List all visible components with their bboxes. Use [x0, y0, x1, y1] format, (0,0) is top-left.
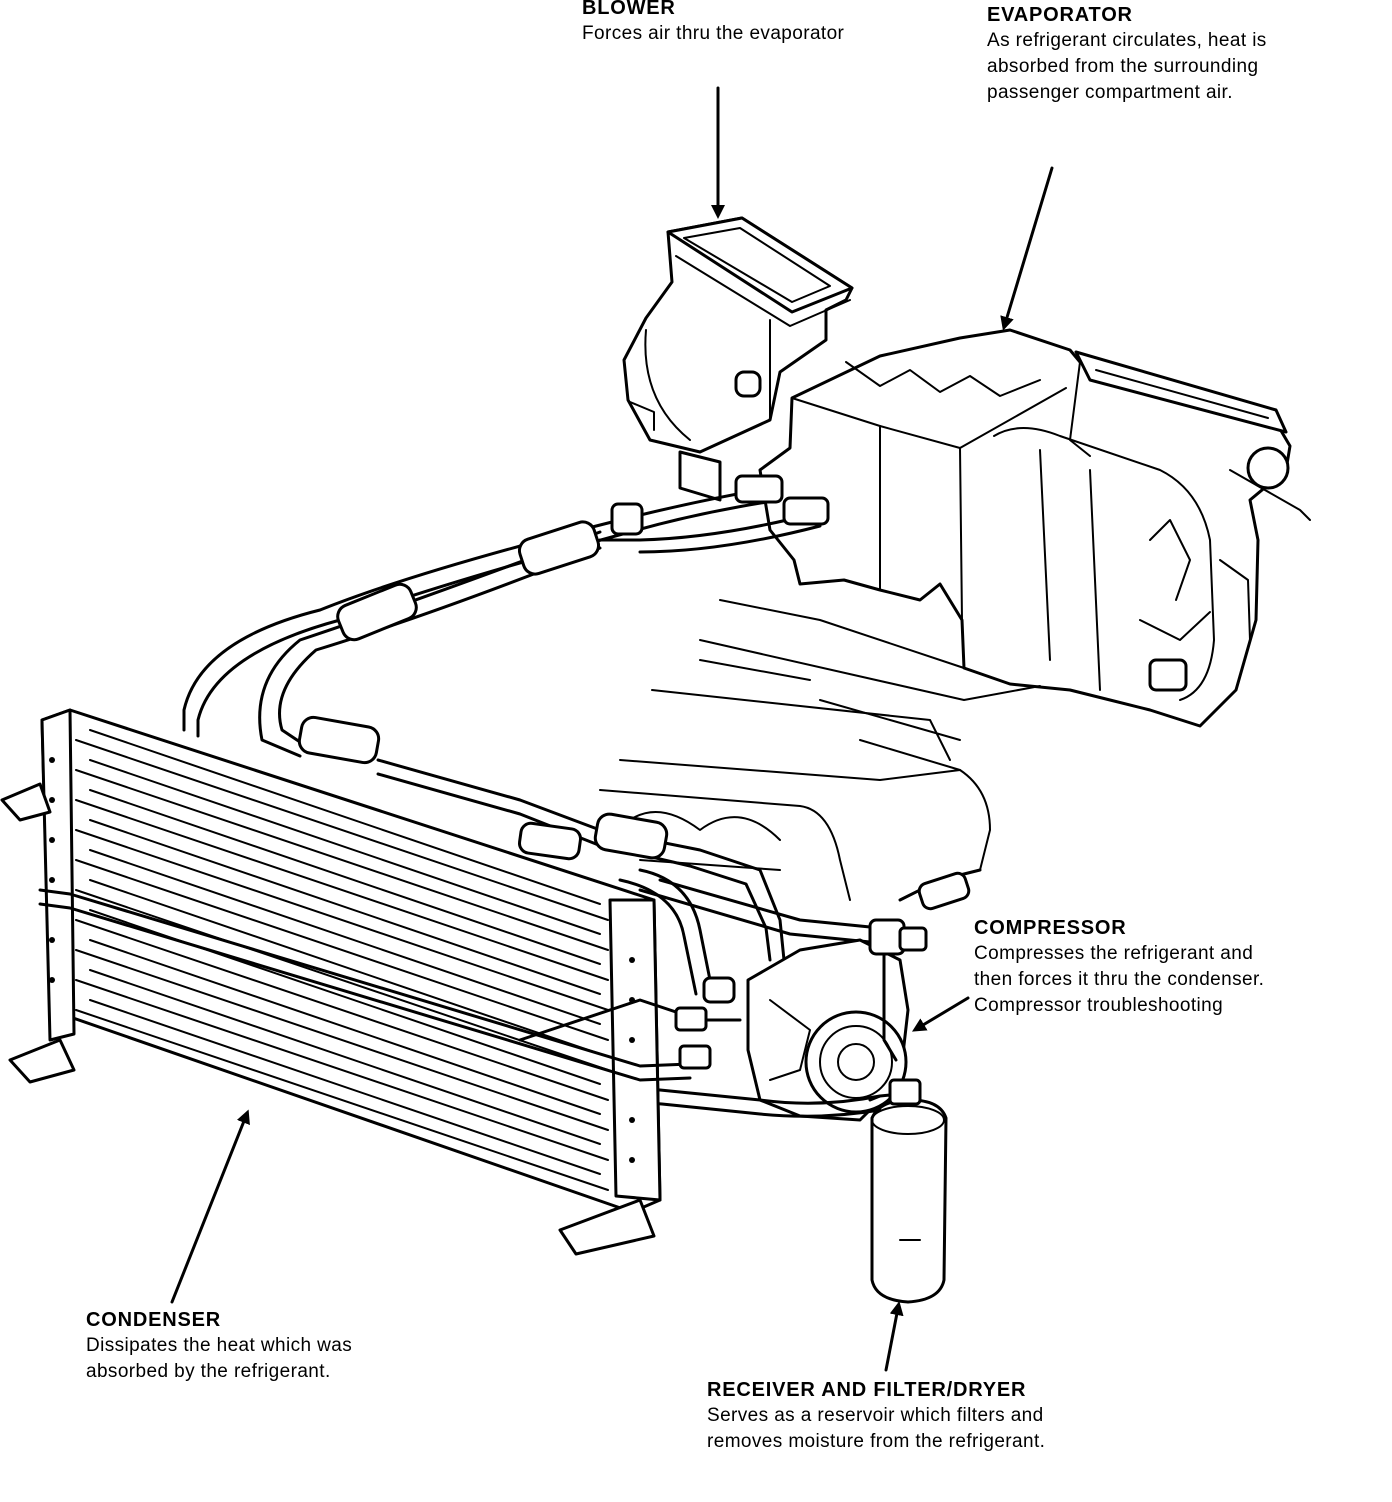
receiver-callout: RECEIVER AND FILTER/DRYER Serves as a re… — [707, 1377, 1045, 1455]
compressor-callout: COMPRESSOR Compresses the refrigerant an… — [974, 915, 1264, 1019]
compressor-description-line-1: Compresses the refrigerant and — [974, 943, 1254, 964]
receiver-description-line-2: removes moisture from the refrigerant. — [707, 1431, 1046, 1452]
evaporator-description-line-2: absorbed from the surrounding — [987, 56, 1259, 77]
receiver-leader-arrow — [884, 1301, 904, 1372]
condenser-unit — [0, 708, 742, 1256]
evaporator-description-line-3: passenger compartment air. — [987, 82, 1233, 103]
blower-unit — [622, 216, 854, 502]
blower-callout: BLOWER Forces air thru the evaporator — [582, 0, 844, 47]
evaporator-callout: EVAPORATOR As refrigerant circulates, he… — [987, 2, 1267, 106]
blower-description: Forces air thru the evaporator — [582, 23, 845, 44]
compressor-title: COMPRESSOR — [974, 917, 1127, 939]
evaporator-unit — [758, 328, 1311, 728]
compressor-description-line-2: then forces it thru the condenser. — [974, 969, 1265, 990]
evaporator-description-line-1: As refrigerant circulates, heat is — [987, 30, 1267, 51]
compressor-leader-arrow — [911, 996, 970, 1032]
receiver-title: RECEIVER AND FILTER/DRYER — [707, 1379, 1027, 1401]
condenser-title: CONDENSER — [86, 1309, 221, 1331]
condenser-description-line-2: absorbed by the refrigerant. — [86, 1361, 331, 1382]
evaporator-title: EVAPORATOR — [987, 4, 1133, 26]
evaporator-leader-arrow — [1000, 166, 1054, 331]
compressor-unit — [746, 918, 928, 1122]
condenser-description-line-1: Dissipates the heat which was — [86, 1335, 353, 1356]
blower-title: BLOWER — [582, 0, 676, 19]
refrigerant-lines — [182, 474, 982, 1004]
condenser-leader-arrow — [170, 1109, 250, 1304]
receiver-description-line-1: Serves as a reservoir which filters and — [707, 1405, 1044, 1426]
compressor-description-line-3: Compressor troubleshooting — [974, 995, 1224, 1016]
condenser-callout: CONDENSER Dissipates the heat which was … — [86, 1307, 352, 1385]
